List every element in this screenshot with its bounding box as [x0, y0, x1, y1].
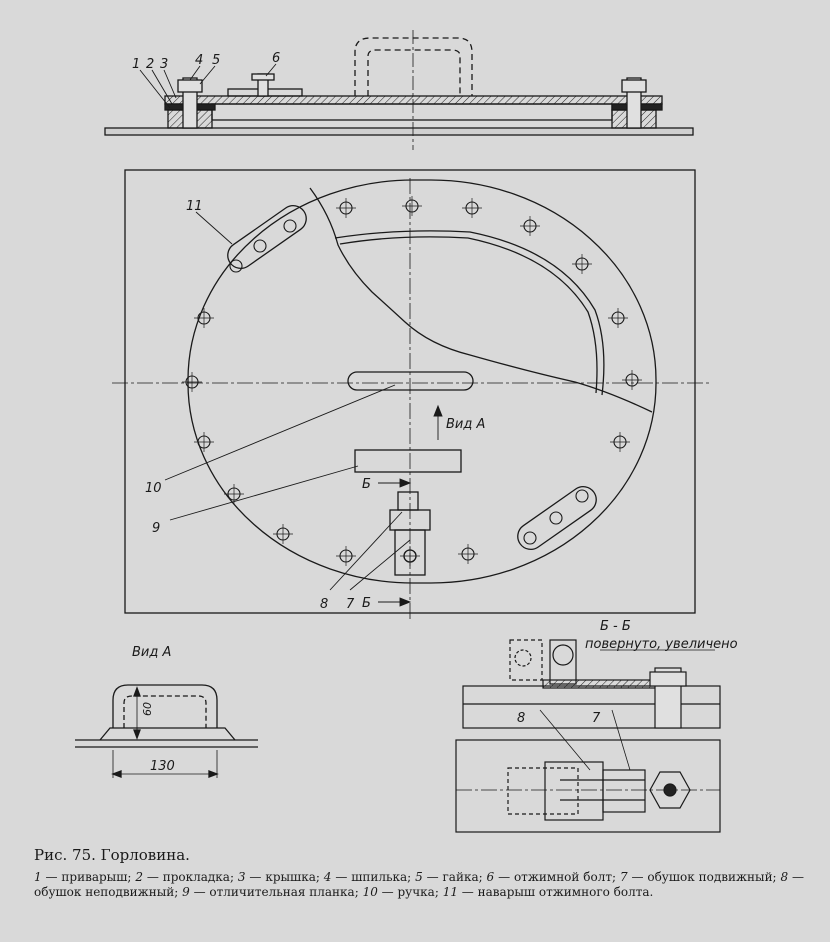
label-9: 9 — [152, 521, 160, 536]
legend-text: гайка; — [442, 870, 483, 884]
label-2: 2 — [146, 57, 154, 72]
legend-number: 5 — [415, 870, 423, 884]
boss-hole — [549, 511, 563, 525]
legend-text: ручка; — [397, 885, 439, 899]
label-5: 5 — [212, 53, 220, 68]
legend-item: 5 — гайка; — [415, 870, 483, 884]
label-6: 6 — [272, 51, 280, 66]
legend-item: 3 — крышка; — [237, 870, 320, 884]
label-1: 1 — [132, 57, 140, 72]
dim-130: 130 — [150, 759, 175, 774]
legend-number: 2 — [135, 870, 143, 884]
legend-text: наварыш отжимного болта. — [477, 885, 654, 899]
legend-text: приварыш; — [61, 870, 132, 884]
section-b-b — [455, 639, 721, 833]
caption-legend: 1 — приварыш; 2 — прокладка; 3 — крышка;… — [34, 870, 804, 900]
legend-number: 9 — [182, 885, 190, 899]
legend-item: 2 — прокладка; — [135, 870, 235, 884]
legend-item: 10 — ручка; — [362, 885, 439, 899]
plan-leaders — [164, 211, 443, 607]
view-a — [75, 684, 258, 778]
caption-title: Рис. 75. Горловина. — [34, 846, 190, 864]
legend-text: отличительная планка; — [209, 885, 359, 899]
legend-number: 7 — [619, 870, 628, 884]
legend-item: 9 — отличительная планка; — [182, 885, 359, 899]
legend-text: шпилька; — [351, 870, 412, 884]
legend-item: 6 — отжимной болт; — [486, 870, 617, 884]
legend-text: обушок неподвижный; — [34, 885, 179, 899]
legend-number: 10 — [362, 885, 378, 899]
legend-text: крышка; — [265, 870, 320, 884]
boss-hole — [229, 259, 243, 273]
plan-view — [112, 169, 712, 620]
label-vid-a-title: Вид А — [132, 645, 171, 660]
boss-hole — [575, 489, 589, 503]
legend-item: 8 — обушок неподвижный; — [34, 870, 805, 899]
label-8: 8 — [320, 597, 328, 612]
legend-text: прокладка; — [162, 870, 235, 884]
figure-caption: Рис. 75. Горловина. 1 — приварыш; 2 — пр… — [34, 846, 804, 900]
legend-number: 11 — [442, 885, 458, 899]
legend-item: 11 — наварыш отжимного болта. — [442, 885, 654, 899]
boss-hole — [253, 239, 267, 253]
legend-number: 1 — [34, 870, 42, 884]
boss-hole — [283, 219, 297, 233]
label-3: 3 — [160, 57, 168, 72]
legend-number: 3 — [237, 870, 246, 884]
dim-60: 60 — [141, 702, 154, 716]
legend-text: обушок подвижный; — [647, 870, 777, 884]
legend-item: 4 — шпилька; — [323, 870, 412, 884]
boss-hole — [523, 531, 537, 545]
legend-item: 1 — приварыш; — [34, 870, 132, 884]
label-10: 10 — [145, 481, 162, 496]
legend-number: 4 — [323, 870, 332, 884]
label-b-top: Б — [362, 477, 371, 492]
label-section-title: Б - Б — [600, 619, 631, 634]
label-b-bottom: Б — [362, 596, 371, 611]
legend-number: 8 — [780, 870, 789, 884]
legend-number: 6 — [486, 870, 495, 884]
label-section-note: повернуто, увеличено — [585, 637, 738, 652]
bolt-holes — [182, 196, 642, 566]
label-section-7: 7 — [592, 711, 601, 726]
label-11: 11 — [186, 199, 203, 214]
legend-text: отжимной болт; — [513, 870, 617, 884]
label-section-8: 8 — [517, 711, 525, 726]
label-vid-a-arrow: Вид А — [446, 417, 485, 432]
legend-item: 7 — обушок подвижный; — [619, 870, 777, 884]
top-section-view — [104, 30, 694, 150]
top-leaders — [139, 63, 277, 109]
label-7: 7 — [346, 597, 355, 612]
label-4: 4 — [195, 53, 203, 68]
manhole-drawing: 1 2 3 4 5 6 — [75, 30, 738, 833]
